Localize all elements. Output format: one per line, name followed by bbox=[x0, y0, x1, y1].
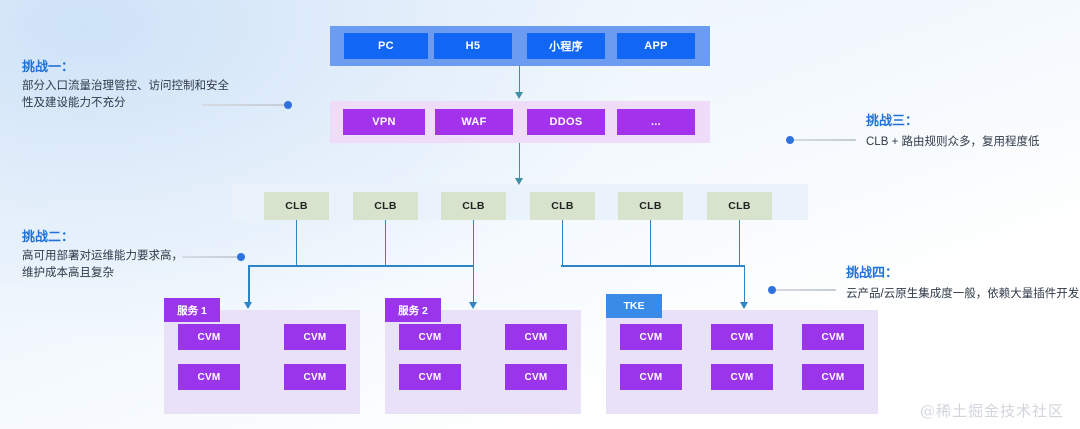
cvm-node[interactable]: CVM bbox=[711, 364, 773, 390]
watermark-label: @稀土掘金技术社区 bbox=[919, 402, 1064, 420]
challenge-1-leader-dot bbox=[284, 101, 292, 109]
challenge-1-body: 部分入口流量治理管控、访问控制和安全性及建设能力不充分 bbox=[22, 78, 229, 112]
challenge-2-title: 挑战二： bbox=[22, 229, 75, 244]
compute-group-tab-1[interactable]: 服务 1 bbox=[164, 298, 220, 322]
cvm-node[interactable]: CVM bbox=[178, 364, 240, 390]
challenge-1-body-line: 部分入口流量治理管控、访问控制和安全 bbox=[22, 80, 229, 92]
arrowhead-security-to-clb bbox=[514, 178, 523, 185]
challenge-4-leader-line bbox=[772, 289, 836, 291]
connector-clb-2-leg bbox=[384, 220, 387, 266]
challenge-3-title: 挑战三： bbox=[866, 113, 919, 128]
connector-bus-right-to-tke bbox=[743, 265, 746, 305]
challenge-4-body-line: 云产品/云原生集成度一般，依赖大量插件开发 bbox=[846, 288, 1080, 300]
connector-clb-3-leg bbox=[472, 220, 475, 266]
challenge-2-leader-line bbox=[182, 256, 244, 258]
connector-clb-6-leg bbox=[738, 220, 741, 266]
challenge-1-body-line: 性及建设能力不充分 bbox=[22, 97, 126, 109]
challenge-4-body: 云产品/云原生集成度一般，依赖大量插件开发 bbox=[846, 286, 1079, 303]
cvm-node[interactable]: CVM bbox=[399, 364, 461, 390]
client-node-app[interactable]: APP bbox=[617, 33, 695, 59]
clb-node-5[interactable]: CLB bbox=[618, 192, 683, 220]
arrowhead-to-service2 bbox=[468, 302, 477, 309]
client-node-h5[interactable]: H5 bbox=[434, 33, 512, 59]
client-node-小程序[interactable]: 小程序 bbox=[527, 33, 605, 59]
challenge-2-body-line: 维护成本高且复杂 bbox=[22, 267, 114, 279]
security-node-waf[interactable]: WAF bbox=[435, 109, 513, 135]
cvm-node[interactable]: CVM bbox=[284, 324, 346, 350]
challenge-2-body-line: 高可用部署对运维能力要求高， bbox=[22, 250, 183, 262]
connector-client-to-security bbox=[518, 66, 521, 94]
clb-node-2[interactable]: CLB bbox=[353, 192, 418, 220]
challenge-4-leader-dot bbox=[768, 286, 776, 294]
connector-bus-left-to-service1 bbox=[248, 265, 250, 305]
clb-node-4[interactable]: CLB bbox=[530, 192, 595, 220]
compute-group-tab-2[interactable]: 服务 2 bbox=[385, 298, 441, 322]
connector-security-to-clb bbox=[518, 143, 521, 181]
arrowhead-client-to-security bbox=[514, 92, 523, 99]
cvm-node[interactable]: CVM bbox=[620, 324, 682, 350]
connector-clb-1-leg bbox=[295, 220, 298, 266]
cvm-node[interactable]: CVM bbox=[620, 364, 682, 390]
connector-clb-4-leg bbox=[561, 220, 564, 266]
cvm-node[interactable]: CVM bbox=[284, 364, 346, 390]
challenge-4-title: 挑战四： bbox=[846, 265, 899, 280]
compute-group-tab-3[interactable]: TKE bbox=[606, 294, 662, 318]
cvm-node[interactable]: CVM bbox=[802, 324, 864, 350]
challenge-2-leader-dot bbox=[237, 253, 245, 261]
security-node-vpn[interactable]: VPN bbox=[343, 109, 425, 135]
cvm-node[interactable]: CVM bbox=[399, 324, 461, 350]
bus-bar-right bbox=[561, 265, 745, 267]
bus-bar-left bbox=[248, 265, 474, 267]
challenge-2-body: 高可用部署对运维能力要求高， 维护成本高且复杂 bbox=[22, 248, 183, 282]
cvm-node[interactable]: CVM bbox=[178, 324, 240, 350]
challenge-3-leader-line bbox=[790, 139, 856, 141]
connector-clb-5-leg bbox=[649, 220, 652, 266]
arrowhead-to-tke bbox=[739, 302, 748, 309]
challenge-3-leader-dot bbox=[786, 136, 794, 144]
clb-node-6[interactable]: CLB bbox=[707, 192, 772, 220]
cvm-node[interactable]: CVM bbox=[505, 324, 567, 350]
challenge-3-body-line: CLB + 路由规则众多，复用程度低 bbox=[866, 136, 1040, 148]
clb-node-1[interactable]: CLB bbox=[264, 192, 329, 220]
clb-node-3[interactable]: CLB bbox=[441, 192, 506, 220]
cvm-node[interactable]: CVM bbox=[711, 324, 773, 350]
arrowhead-to-service1 bbox=[244, 302, 252, 309]
connector-bus-left-to-service2 bbox=[472, 265, 475, 305]
challenge-1-title: 挑战一： bbox=[22, 59, 75, 74]
challenge-1-leader-line bbox=[202, 104, 292, 106]
challenge-3-body: CLB + 路由规则众多，复用程度低 bbox=[866, 134, 1039, 151]
security-node-more[interactable]: ... bbox=[617, 109, 695, 135]
client-node-pc[interactable]: PC bbox=[344, 33, 428, 59]
cvm-node[interactable]: CVM bbox=[505, 364, 567, 390]
security-node-ddos[interactable]: DDOS bbox=[527, 109, 605, 135]
cvm-node[interactable]: CVM bbox=[802, 364, 864, 390]
